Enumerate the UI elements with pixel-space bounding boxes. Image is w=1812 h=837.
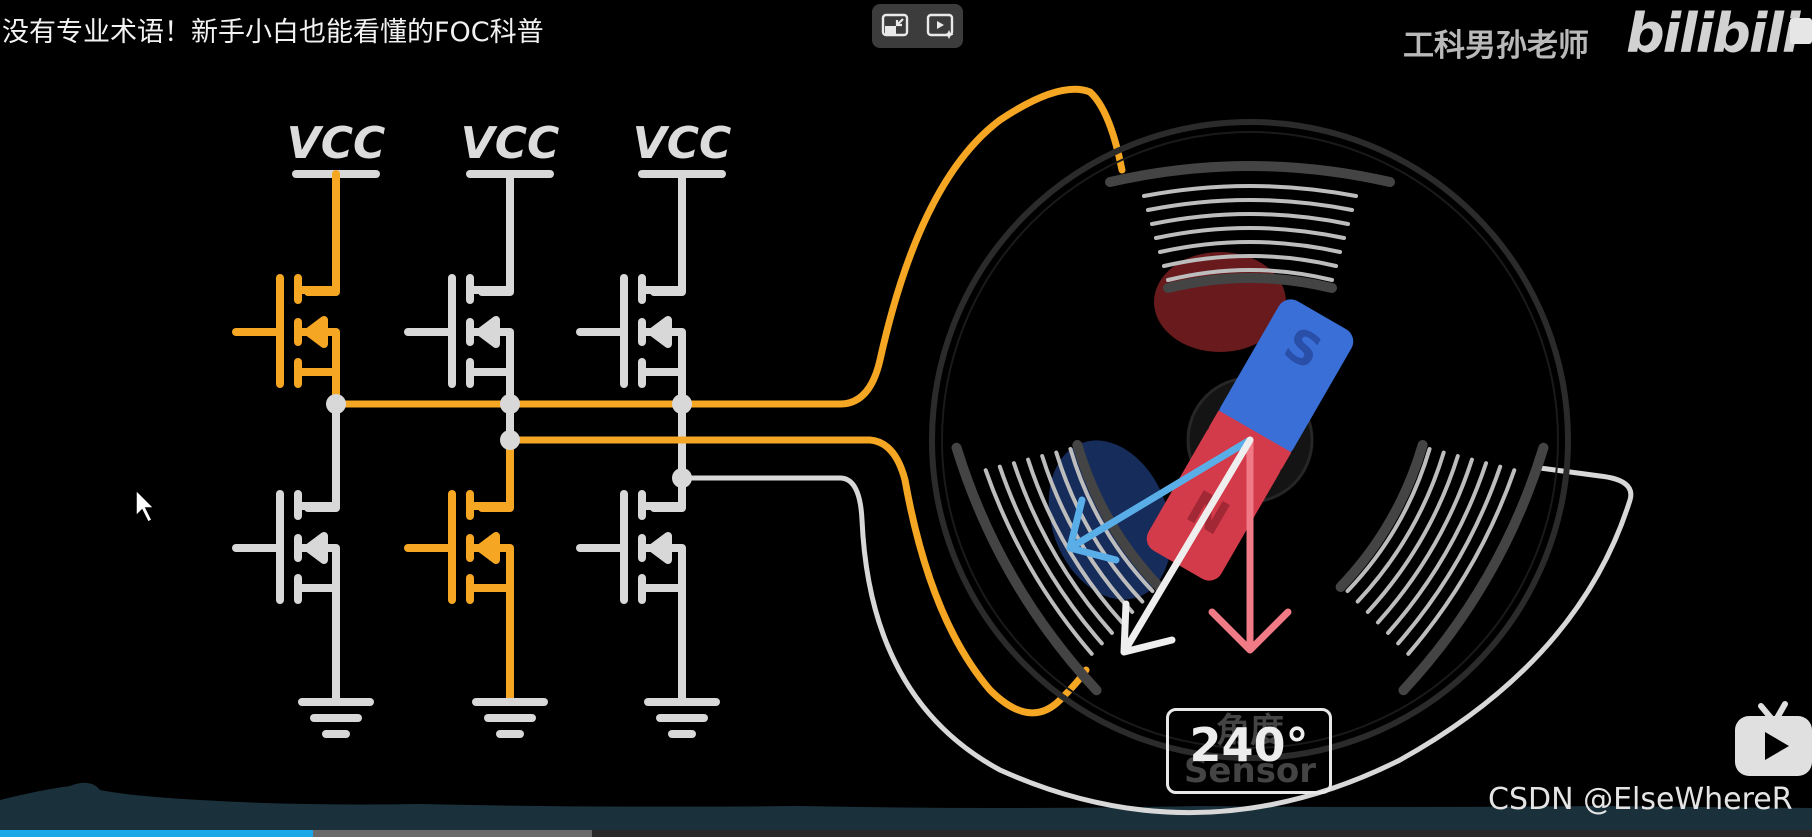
ground-3 bbox=[644, 698, 720, 738]
audio-waveform bbox=[0, 782, 1812, 830]
vcc-label-1: VCC bbox=[287, 118, 386, 169]
ground-2 bbox=[472, 698, 548, 738]
vector-arrows bbox=[1066, 436, 1292, 656]
vcc-label-2: VCC bbox=[461, 118, 560, 169]
inverter-circuit bbox=[232, 85, 1634, 816]
junction-b-top bbox=[500, 394, 520, 414]
bilibili-logo: bilibili bbox=[1626, 2, 1800, 65]
junction-c-top bbox=[672, 394, 692, 414]
arrow-white bbox=[1120, 436, 1254, 656]
coil-right bbox=[1335, 439, 1549, 696]
junction-b bbox=[500, 430, 520, 450]
phase-b-high-mosfet bbox=[404, 170, 514, 444]
junction-c bbox=[672, 468, 692, 488]
bilibili-tv-icon[interactable] bbox=[1733, 700, 1812, 778]
junction-a bbox=[326, 394, 346, 414]
uploader-name: 工科男孙老师 bbox=[1403, 28, 1589, 64]
video-progress-bar[interactable] bbox=[0, 830, 1812, 837]
phase-c-wire bbox=[679, 465, 1634, 816]
angle-readout-box bbox=[1166, 708, 1332, 794]
pip-sparkle-button[interactable] bbox=[923, 9, 957, 43]
pip-exit-button[interactable] bbox=[878, 9, 912, 43]
vcc-label-3: VCC bbox=[633, 118, 732, 169]
picture-in-picture-exit-icon bbox=[881, 13, 908, 37]
mouse-pointer-icon bbox=[135, 488, 156, 524]
phase-a-high-mosfet bbox=[232, 170, 340, 408]
progress-played bbox=[0, 830, 313, 837]
side-panel-icon[interactable] bbox=[1790, 18, 1812, 44]
arrow-blue bbox=[1066, 436, 1254, 564]
arrow-red bbox=[1208, 436, 1292, 654]
stator-ring bbox=[929, 119, 1571, 761]
phase-a-low-mosfet bbox=[232, 400, 340, 704]
phase-a-wire bbox=[332, 85, 1126, 408]
pip-control-bar bbox=[872, 4, 963, 48]
progress-buffered bbox=[313, 830, 592, 837]
angle-value: 240° bbox=[1189, 718, 1309, 772]
stator-ring-inner bbox=[941, 131, 1559, 749]
coil-top bbox=[1105, 161, 1395, 293]
phase-c-low-mosfet bbox=[576, 474, 686, 704]
csdn-watermark: CSDN @ElseWhereR bbox=[1488, 782, 1793, 817]
phase-c-high-mosfet bbox=[576, 170, 686, 482]
phase-b-wire bbox=[506, 436, 1090, 717]
ground-1 bbox=[298, 698, 374, 738]
bldc-motor: S N bbox=[929, 119, 1571, 761]
phase-b-low-mosfet bbox=[404, 436, 514, 704]
video-title: 没有专业术语！新手小白也能看懂的FOC科普 bbox=[2, 17, 544, 48]
picture-in-picture-sparkle-icon bbox=[927, 13, 954, 39]
